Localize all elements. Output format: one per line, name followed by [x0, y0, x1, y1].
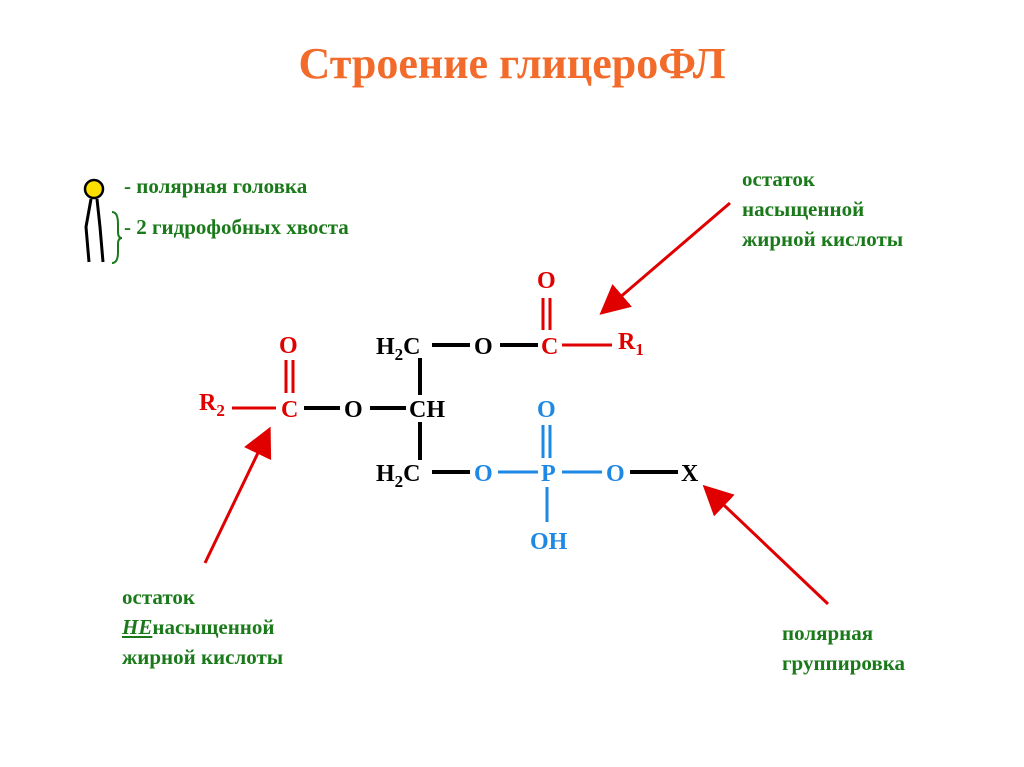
atom-o-carbonyl2: O — [279, 333, 298, 359]
atom-x: X — [681, 461, 699, 487]
slide-title: Строение глицероФЛ — [298, 39, 726, 88]
atom-r2: R2 — [199, 390, 225, 420]
note-polar: полярная группировка — [782, 618, 905, 678]
note-unsaturated-word: насыщенной — [152, 615, 275, 639]
legend-tails-label: - 2 гидрофобных хвоста — [124, 215, 349, 239]
note-unsaturated-line-3: жирной кислоты — [122, 645, 284, 669]
atom-o-phosphate-right: O — [606, 461, 625, 487]
atom-r1: R1 — [618, 329, 644, 359]
atom-p: P — [541, 461, 556, 487]
legend-head-label: - полярная головка — [124, 174, 308, 198]
atom-ch: CH — [409, 397, 445, 423]
note-unsaturated-line-2: НЕнасыщенной — [122, 612, 283, 642]
atom-o-phosphoryl: O — [537, 397, 556, 423]
note-polar-line-1: полярная — [782, 621, 874, 645]
note-saturated: остаток насыщенной жирной кислоты — [742, 164, 903, 254]
atom-oh: OH — [530, 529, 568, 555]
atom-o-phosphate-left: O — [474, 461, 493, 487]
note-saturated-line-1: остаток — [742, 167, 815, 191]
atom-o-ester2: O — [344, 397, 363, 423]
note-polar-line-2: группировка — [782, 651, 906, 675]
atom-h2c-bottom: H2C — [376, 461, 421, 491]
note-unsaturated-line-1: остаток — [122, 585, 195, 609]
arrow-polar — [702, 484, 830, 606]
not-prefix: НЕ — [122, 615, 153, 639]
atom-o-ester1: O — [474, 334, 493, 360]
atom-c-carbonyl1: C — [541, 334, 558, 360]
atom-o-carbonyl1: O — [537, 268, 556, 294]
atom-c-carbonyl2: C — [281, 397, 298, 423]
lipid-icon — [83, 178, 123, 264]
note-saturated-line-2: насыщенной — [742, 197, 865, 221]
atom-h2c-top: H2C — [376, 334, 421, 364]
note-unsaturated: остаток НЕнасыщенной жирной кислоты — [122, 582, 283, 672]
note-saturated-line-3: жирной кислоты — [742, 227, 904, 251]
arrow-unsaturated — [203, 426, 272, 564]
arrow-saturated — [599, 201, 731, 315]
